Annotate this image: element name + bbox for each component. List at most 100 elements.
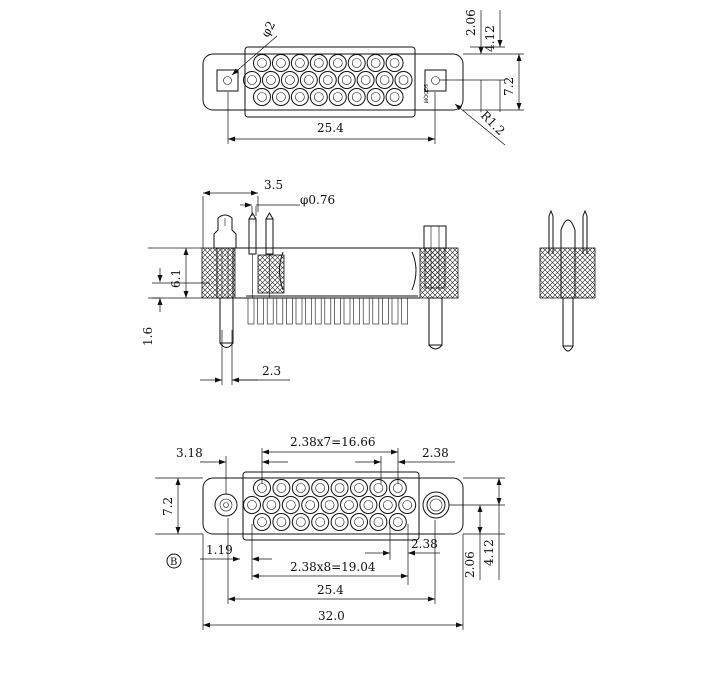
top-contact-inner [370,58,381,68]
top-contact [385,88,404,106]
top-contact [394,71,413,89]
bottom-contact [378,496,397,514]
bottom-flange [202,477,464,535]
bottom-contact-array [243,479,417,531]
bottom-contact-inner [373,517,384,527]
top-contact-inner [276,92,286,102]
side-right-screw [423,225,447,249]
side-left-flange-hatch [201,247,236,299]
top-contact [271,54,290,72]
side-pin-tail [334,297,341,325]
side-pin-tail [382,297,389,325]
bottom-contact [369,479,388,497]
top-contact [328,88,347,106]
top-view: SGDQM φ2 25.4 2.06 4.12 7.2 R1.2 [202,9,524,146]
top-contact-inner [247,75,257,85]
bottom-contact [311,479,330,497]
bottom-view: 3.18 2.38x7=16.66 2.38 7.2 B 1.19 2.38 2… [155,435,505,630]
bottom-contact [398,496,417,514]
top-contact-inner [360,75,371,85]
bottom-contact-inner [315,483,326,493]
side-pin-tail [372,297,380,325]
side-pin-tail [391,297,399,325]
top-contact-inner [285,75,295,85]
top-contact [280,71,299,89]
top-contact-inner [314,58,324,68]
top-brand-label: SGDQM [422,84,428,103]
dim-bottom-row2-span: 2.38x8=19.04 [290,560,376,574]
top-left-square-mount [216,69,239,92]
dim-top-height: 7.2 [502,77,516,96]
datum-b-circle [166,553,182,569]
bottom-contact [320,496,339,514]
top-contact-inner [332,58,343,68]
bottom-left-mount [214,493,238,517]
bottom-contact-inner [354,517,364,527]
top-contact-inner [295,58,305,68]
dim-top-radius: R1.2 [478,108,508,138]
bottom-contact [359,496,378,514]
top-contact-inner [257,58,267,68]
bottom-contact [330,479,349,497]
end-view [539,209,596,352]
top-insert-body [244,46,416,118]
top-contact [356,71,375,89]
top-contact [309,88,328,106]
side-pin-tail [257,297,264,325]
bottom-contact [253,513,271,531]
bottom-contact [388,513,407,531]
side-pin-b [265,218,274,255]
bottom-contact-inner [363,500,374,510]
top-contact-inner [276,58,286,68]
bottom-contact [350,479,368,497]
top-contact-inner [370,92,381,102]
dim-top-length: 25.4 [317,121,344,135]
dim-bottom-pitch-lower: 2.38 [411,537,438,551]
side-pin-tail [286,297,293,325]
dim-bottom-row1-span: 2.38x7=16.66 [290,435,376,449]
bottom-contact-inner [266,500,277,510]
dim-bottom-pitch-right: 2.38 [422,446,449,460]
top-contact [385,54,404,72]
bottom-contact-inner [392,483,403,493]
side-pin-tail [266,297,274,325]
dim-side-bottom-offset: 2.3 [262,364,281,378]
bottom-contact-inner [276,483,287,493]
top-contact [309,54,328,72]
side-pin-tail [305,297,312,325]
dim-bottom-overall: 32.0 [318,609,345,623]
side-section-view: 3.5 φ0.76 6.1 1.6 2.3 [141,178,459,385]
top-contact-inner [304,75,314,85]
bottom-contact-inner [295,517,306,527]
top-contact [328,54,347,72]
bottom-insert-body [242,471,420,541]
bottom-contact-inner [354,483,364,493]
side-pin-tail [314,297,322,325]
bottom-contact-inner [392,517,403,527]
bottom-contact-inner [402,500,413,510]
top-contact [318,71,337,89]
bottom-contact-inner [295,483,306,493]
side-pin-tail [247,297,255,325]
top-contact [366,54,385,72]
bottom-contact-inner [257,483,267,493]
top-contact [347,54,366,72]
dim-side-pin-dia: φ0.76 [300,193,335,207]
top-contact-inner [389,92,400,102]
bottom-contact [330,513,349,531]
bottom-contact-inner [334,517,345,527]
top-contact [243,71,261,89]
dim-side-pin-offset: 1.6 [141,327,155,346]
dim-bottom-edge-offset: 3.18 [176,446,203,460]
top-contact [347,88,366,106]
top-contact [299,71,318,89]
top-contact [290,88,309,106]
top-contact [261,71,280,89]
side-pin-tail [401,297,408,325]
top-contact-inner [314,92,324,102]
bottom-contact-inner [285,500,296,510]
end-center-contact [560,219,576,299]
dim-bottom-offset-a: 2.06 [463,551,477,578]
dim-bottom-edge-small: 1.19 [206,543,233,557]
top-contact-inner [322,75,333,85]
